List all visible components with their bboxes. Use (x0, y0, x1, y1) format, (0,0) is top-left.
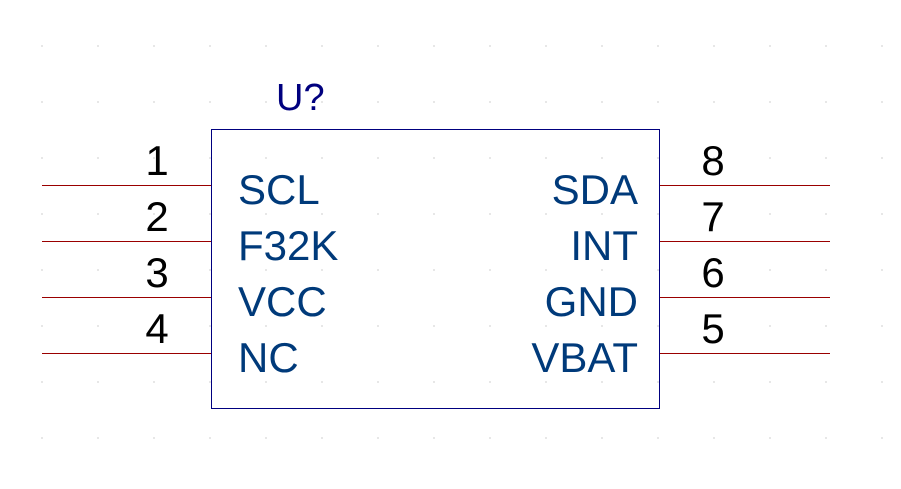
pin-name-4: NC (238, 334, 299, 381)
pin-name-6: GND (544, 278, 638, 325)
pin-number-7: 7 (701, 193, 725, 240)
pin-name-5: VBAT (531, 334, 638, 381)
pin-name-8: SDA (551, 166, 638, 213)
pin-number-2: 2 (145, 193, 169, 240)
pin-line-2[interactable] (42, 241, 211, 242)
pin-line-8[interactable] (660, 185, 830, 186)
pin-line-4[interactable] (42, 353, 211, 354)
pin-name-7: INT (570, 222, 638, 269)
pin-line-1[interactable] (42, 185, 211, 186)
pin-line-6[interactable] (660, 297, 830, 298)
pin-line-7[interactable] (660, 241, 830, 242)
component-designator[interactable]: U? (276, 77, 325, 119)
pin-number-8: 8 (701, 137, 725, 184)
pin-name-3: VCC (238, 278, 327, 325)
pin-number-6: 6 (701, 249, 725, 296)
pin-name-2: F32K (238, 222, 339, 269)
pin-number-1: 1 (145, 137, 169, 184)
pin-number-5: 5 (701, 305, 725, 352)
pin-number-3: 3 (145, 249, 169, 296)
component-body[interactable] (211, 129, 660, 409)
pin-line-5[interactable] (660, 353, 830, 354)
pin-name-1: SCL (238, 166, 320, 213)
pin-line-3[interactable] (42, 297, 211, 298)
pin-number-4: 4 (145, 305, 169, 352)
